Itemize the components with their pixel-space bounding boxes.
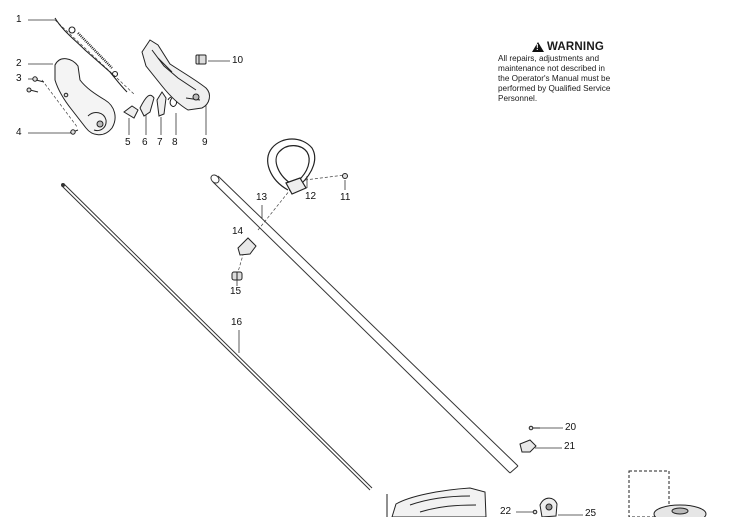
warning-triangle-icon	[532, 42, 544, 52]
callout-5: 5	[125, 137, 131, 148]
dash-line-handle-clamp	[304, 174, 346, 181]
callout-8: 8	[172, 137, 178, 148]
callout-22: 22	[500, 506, 512, 517]
handle-housing-left-part	[54, 58, 116, 136]
gear-head-part	[539, 497, 558, 517]
dash-line-shaft-bracket	[257, 189, 291, 231]
callout-9: 9	[202, 137, 208, 148]
guard-bracket-part	[519, 439, 537, 453]
callout-20: 20	[565, 422, 577, 433]
callout-16: 16	[231, 317, 243, 328]
warning-line: maintenance not described in	[498, 64, 605, 73]
warning-line: All repairs, adjustments and	[498, 54, 600, 63]
callout-15: 15	[230, 286, 242, 297]
warning-line: the Operator's Manual must be	[498, 74, 611, 83]
callout-11: 11	[340, 192, 351, 203]
handle-housing-right-part	[141, 39, 210, 111]
handle-bolt-part	[342, 173, 348, 179]
callout-7: 7	[157, 137, 163, 148]
clamp-screw-part	[231, 271, 243, 281]
warning-notice: WARNING All repairs, adjustments and mai…	[498, 41, 638, 104]
warning-title: WARNING	[547, 41, 604, 53]
warning-heading: WARNING	[498, 41, 638, 53]
screw-part-4	[63, 92, 79, 135]
trigger-parts-5-8	[123, 91, 177, 119]
screw-part-22	[532, 509, 538, 515]
warning-line: Personnel.	[498, 94, 538, 103]
pin-part	[528, 425, 540, 431]
trimmer-guard-part	[386, 487, 487, 517]
trimmer-head-part	[628, 470, 707, 517]
drive-shaft-part	[61, 183, 373, 491]
callout-14: 14	[232, 226, 244, 237]
shaft-housing-part	[210, 174, 519, 474]
callout-3: 3	[16, 73, 22, 84]
callout-4: 4	[16, 127, 22, 138]
warning-text: All repairs, adjustments and maintenance…	[498, 54, 638, 104]
callout-13: 13	[256, 192, 268, 203]
callout-12: 12	[305, 191, 317, 202]
screw-part-3	[26, 76, 45, 93]
dash-line-screws	[41, 79, 79, 129]
warning-line: performed by Qualified Service	[498, 84, 611, 93]
callout-2: 2	[16, 58, 22, 69]
throttle-cable-part	[54, 17, 128, 93]
dash-line-cable	[54, 19, 136, 96]
callout-25: 25	[585, 508, 597, 519]
callout-1: 1	[16, 14, 22, 25]
callout-21: 21	[564, 441, 576, 452]
assist-handle-part	[267, 138, 316, 195]
shaft-bracket-part	[237, 237, 257, 256]
callout-10: 10	[232, 55, 244, 66]
dash-line-clamp-screw	[237, 247, 246, 273]
switch-part	[195, 54, 207, 65]
callout-6: 6	[142, 137, 148, 148]
